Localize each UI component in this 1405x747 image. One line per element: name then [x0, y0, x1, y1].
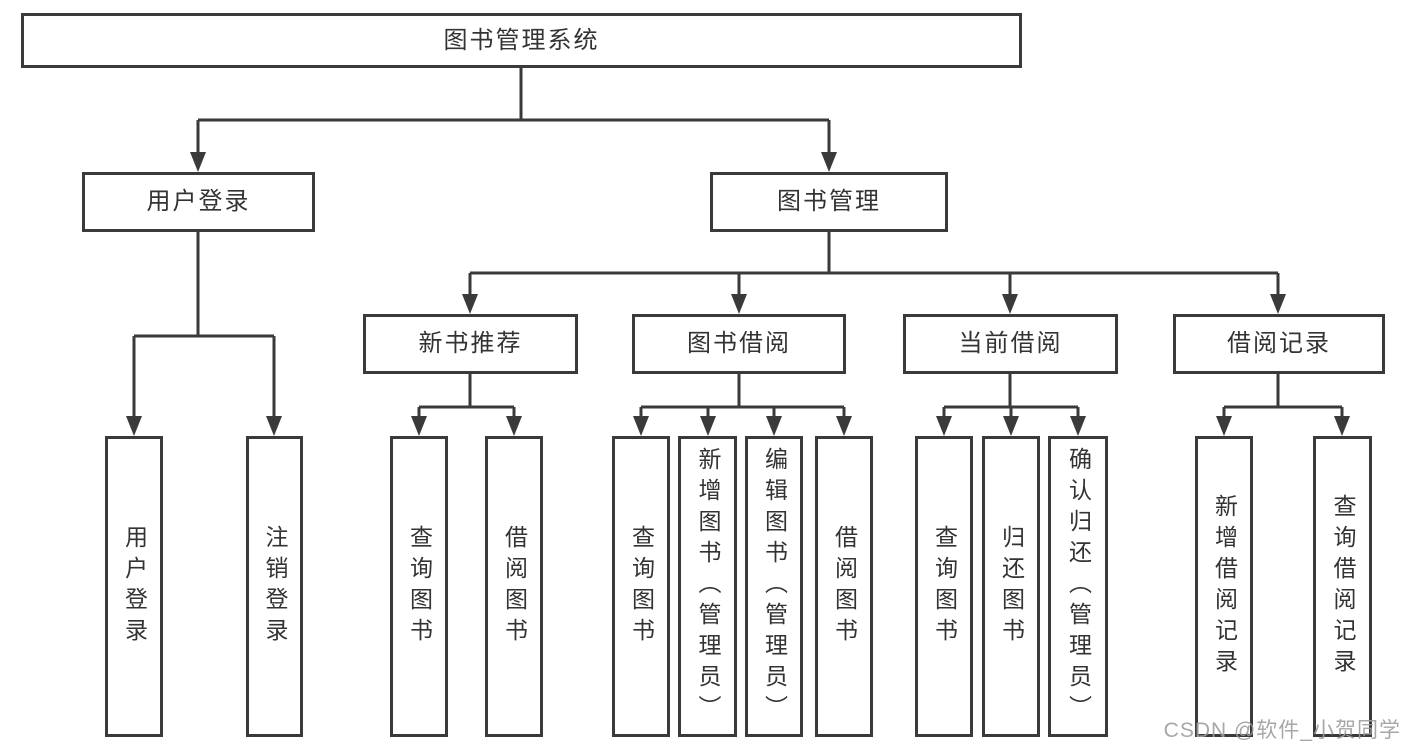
- branch-borrow-records: 借阅记录: [1173, 314, 1385, 374]
- leaf-add-borrow-record: 新增借阅记录: [1195, 436, 1253, 737]
- arrowhead-down-icon: [1002, 294, 1018, 314]
- leaf-edit-book-admin: 编辑图书（管理员）: [745, 436, 803, 737]
- arrowhead-down-icon: [700, 416, 716, 436]
- leaf-return-book: 归还图书: [982, 436, 1040, 737]
- leaf-query-books-borrow: 查询图书: [612, 436, 670, 737]
- leaf-query-borrow-record: 查询借阅记录: [1313, 436, 1372, 737]
- arrowheads: [126, 152, 1350, 436]
- leaf-user-login: 用户登录: [105, 436, 163, 737]
- arrowhead-down-icon: [190, 152, 206, 172]
- arrowhead-down-icon: [1070, 416, 1086, 436]
- connector-borrow-records-to-leaves: [1222, 374, 1344, 420]
- arrowhead-down-icon: [266, 416, 282, 436]
- arrowhead-down-icon: [936, 416, 952, 436]
- arrowhead-down-icon: [506, 416, 522, 436]
- connector-lines: [132, 68, 1344, 420]
- arrowhead-down-icon: [1003, 416, 1019, 436]
- leaf-query-books-current: 查询图书: [915, 436, 973, 737]
- connector-book-borrow-to-leaves: [639, 374, 846, 420]
- leaf-confirm-return-admin: 确认归还（管理员）: [1048, 436, 1108, 737]
- arrowhead-down-icon: [633, 416, 649, 436]
- branch-current-borrow: 当前借阅: [903, 314, 1118, 374]
- connector-current-borrow-to-leaves: [942, 374, 1080, 420]
- arrowhead-down-icon: [411, 416, 427, 436]
- branch-book-borrow: 图书借阅: [632, 314, 846, 374]
- connector-user-login-to-leaves: [132, 232, 276, 420]
- connector-new-book-to-leaves: [417, 374, 516, 420]
- leaf-query-books-recommend: 查询图书: [390, 436, 448, 737]
- leaf-add-book-admin: 新增图书（管理员）: [678, 436, 737, 737]
- leaf-borrow-books: 借阅图书: [815, 436, 873, 737]
- branch-user-login: 用户登录: [82, 172, 315, 232]
- arrowhead-down-icon: [126, 416, 142, 436]
- leaf-logout: 注销登录: [246, 436, 303, 737]
- arrowhead-down-icon: [836, 416, 852, 436]
- branch-new-book-recommend: 新书推荐: [363, 314, 578, 374]
- arrowhead-down-icon: [766, 416, 782, 436]
- node-root-system: 图书管理系统: [21, 13, 1022, 68]
- arrowhead-down-icon: [1216, 416, 1232, 436]
- leaf-borrow-books-recommend: 借阅图书: [485, 436, 543, 737]
- arrowhead-down-icon: [1270, 294, 1286, 314]
- arrowhead-down-icon: [821, 152, 837, 172]
- arrowhead-down-icon: [731, 294, 747, 314]
- arrowhead-down-icon: [462, 294, 478, 314]
- branch-book-management: 图书管理: [710, 172, 948, 232]
- arrowhead-down-icon: [1334, 416, 1350, 436]
- watermark: CSDN @软件_小贺同学: [1163, 719, 1401, 742]
- connector-root-to-level2: [196, 68, 831, 156]
- connector-book-management-to-level3: [468, 232, 1280, 298]
